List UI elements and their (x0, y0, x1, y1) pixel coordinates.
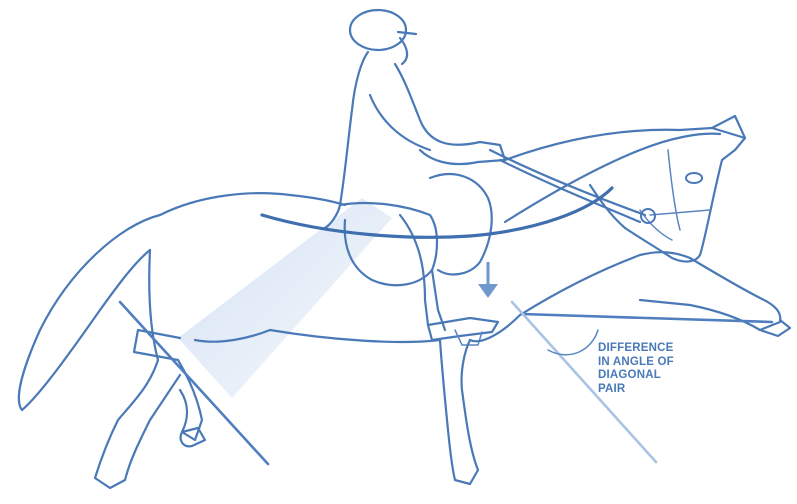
rider-torso (325, 52, 505, 228)
saddle (430, 174, 492, 274)
horse-tail (19, 215, 160, 410)
bridle (640, 150, 710, 240)
horse-head (505, 128, 745, 262)
front-leg-left (440, 340, 478, 484)
reins (490, 150, 645, 222)
hind-leg-left (95, 360, 180, 488)
helmet-visor (398, 32, 416, 34)
rider-helmet (350, 10, 406, 50)
shading-cone (178, 198, 392, 398)
arrow-down-icon (478, 284, 498, 298)
rider-boot (428, 318, 498, 340)
hind-hoof (181, 428, 205, 446)
horse-eye (686, 173, 702, 183)
diagonal-pair-annotation: DIFFERENCE IN ANGLE OF DIAGONAL PAIR (598, 342, 708, 396)
balance-line (262, 188, 612, 237)
